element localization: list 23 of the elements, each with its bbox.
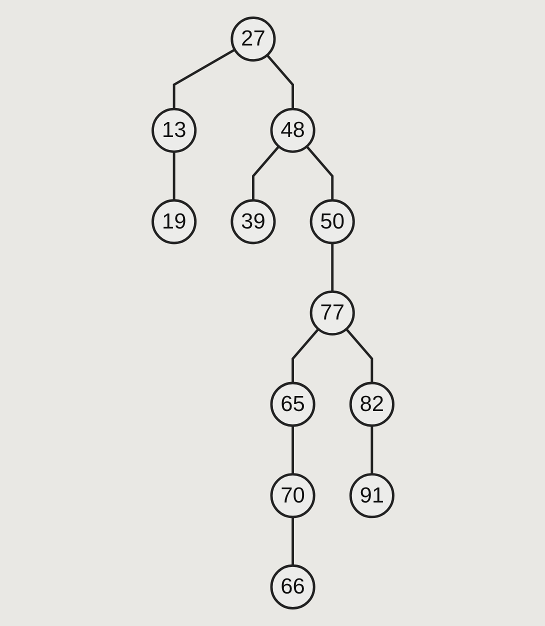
node-circle: 39 (230, 199, 276, 244)
node-circle: 13 (151, 108, 196, 153)
node-circle: 66 (270, 564, 315, 610)
node-circle: 91 (348, 473, 394, 518)
connector (172, 48, 235, 110)
node-circle: 77 (309, 290, 354, 336)
node-circle: 27 (230, 16, 276, 62)
node-circle: 19 (151, 199, 196, 244)
node-circle: 50 (309, 199, 354, 244)
connector (252, 146, 280, 200)
connector (370, 426, 373, 474)
node-circle: 82 (348, 382, 394, 427)
connector (330, 243, 334, 292)
connector (291, 516, 294, 566)
connector (266, 54, 294, 110)
node-circle: 70 (270, 473, 315, 518)
connector (291, 426, 294, 474)
node-circle: 48 (270, 108, 315, 153)
connector (344, 328, 373, 383)
connector (291, 328, 319, 383)
node-circle: 65 (270, 382, 315, 427)
connector (305, 146, 334, 200)
connector (172, 152, 175, 200)
